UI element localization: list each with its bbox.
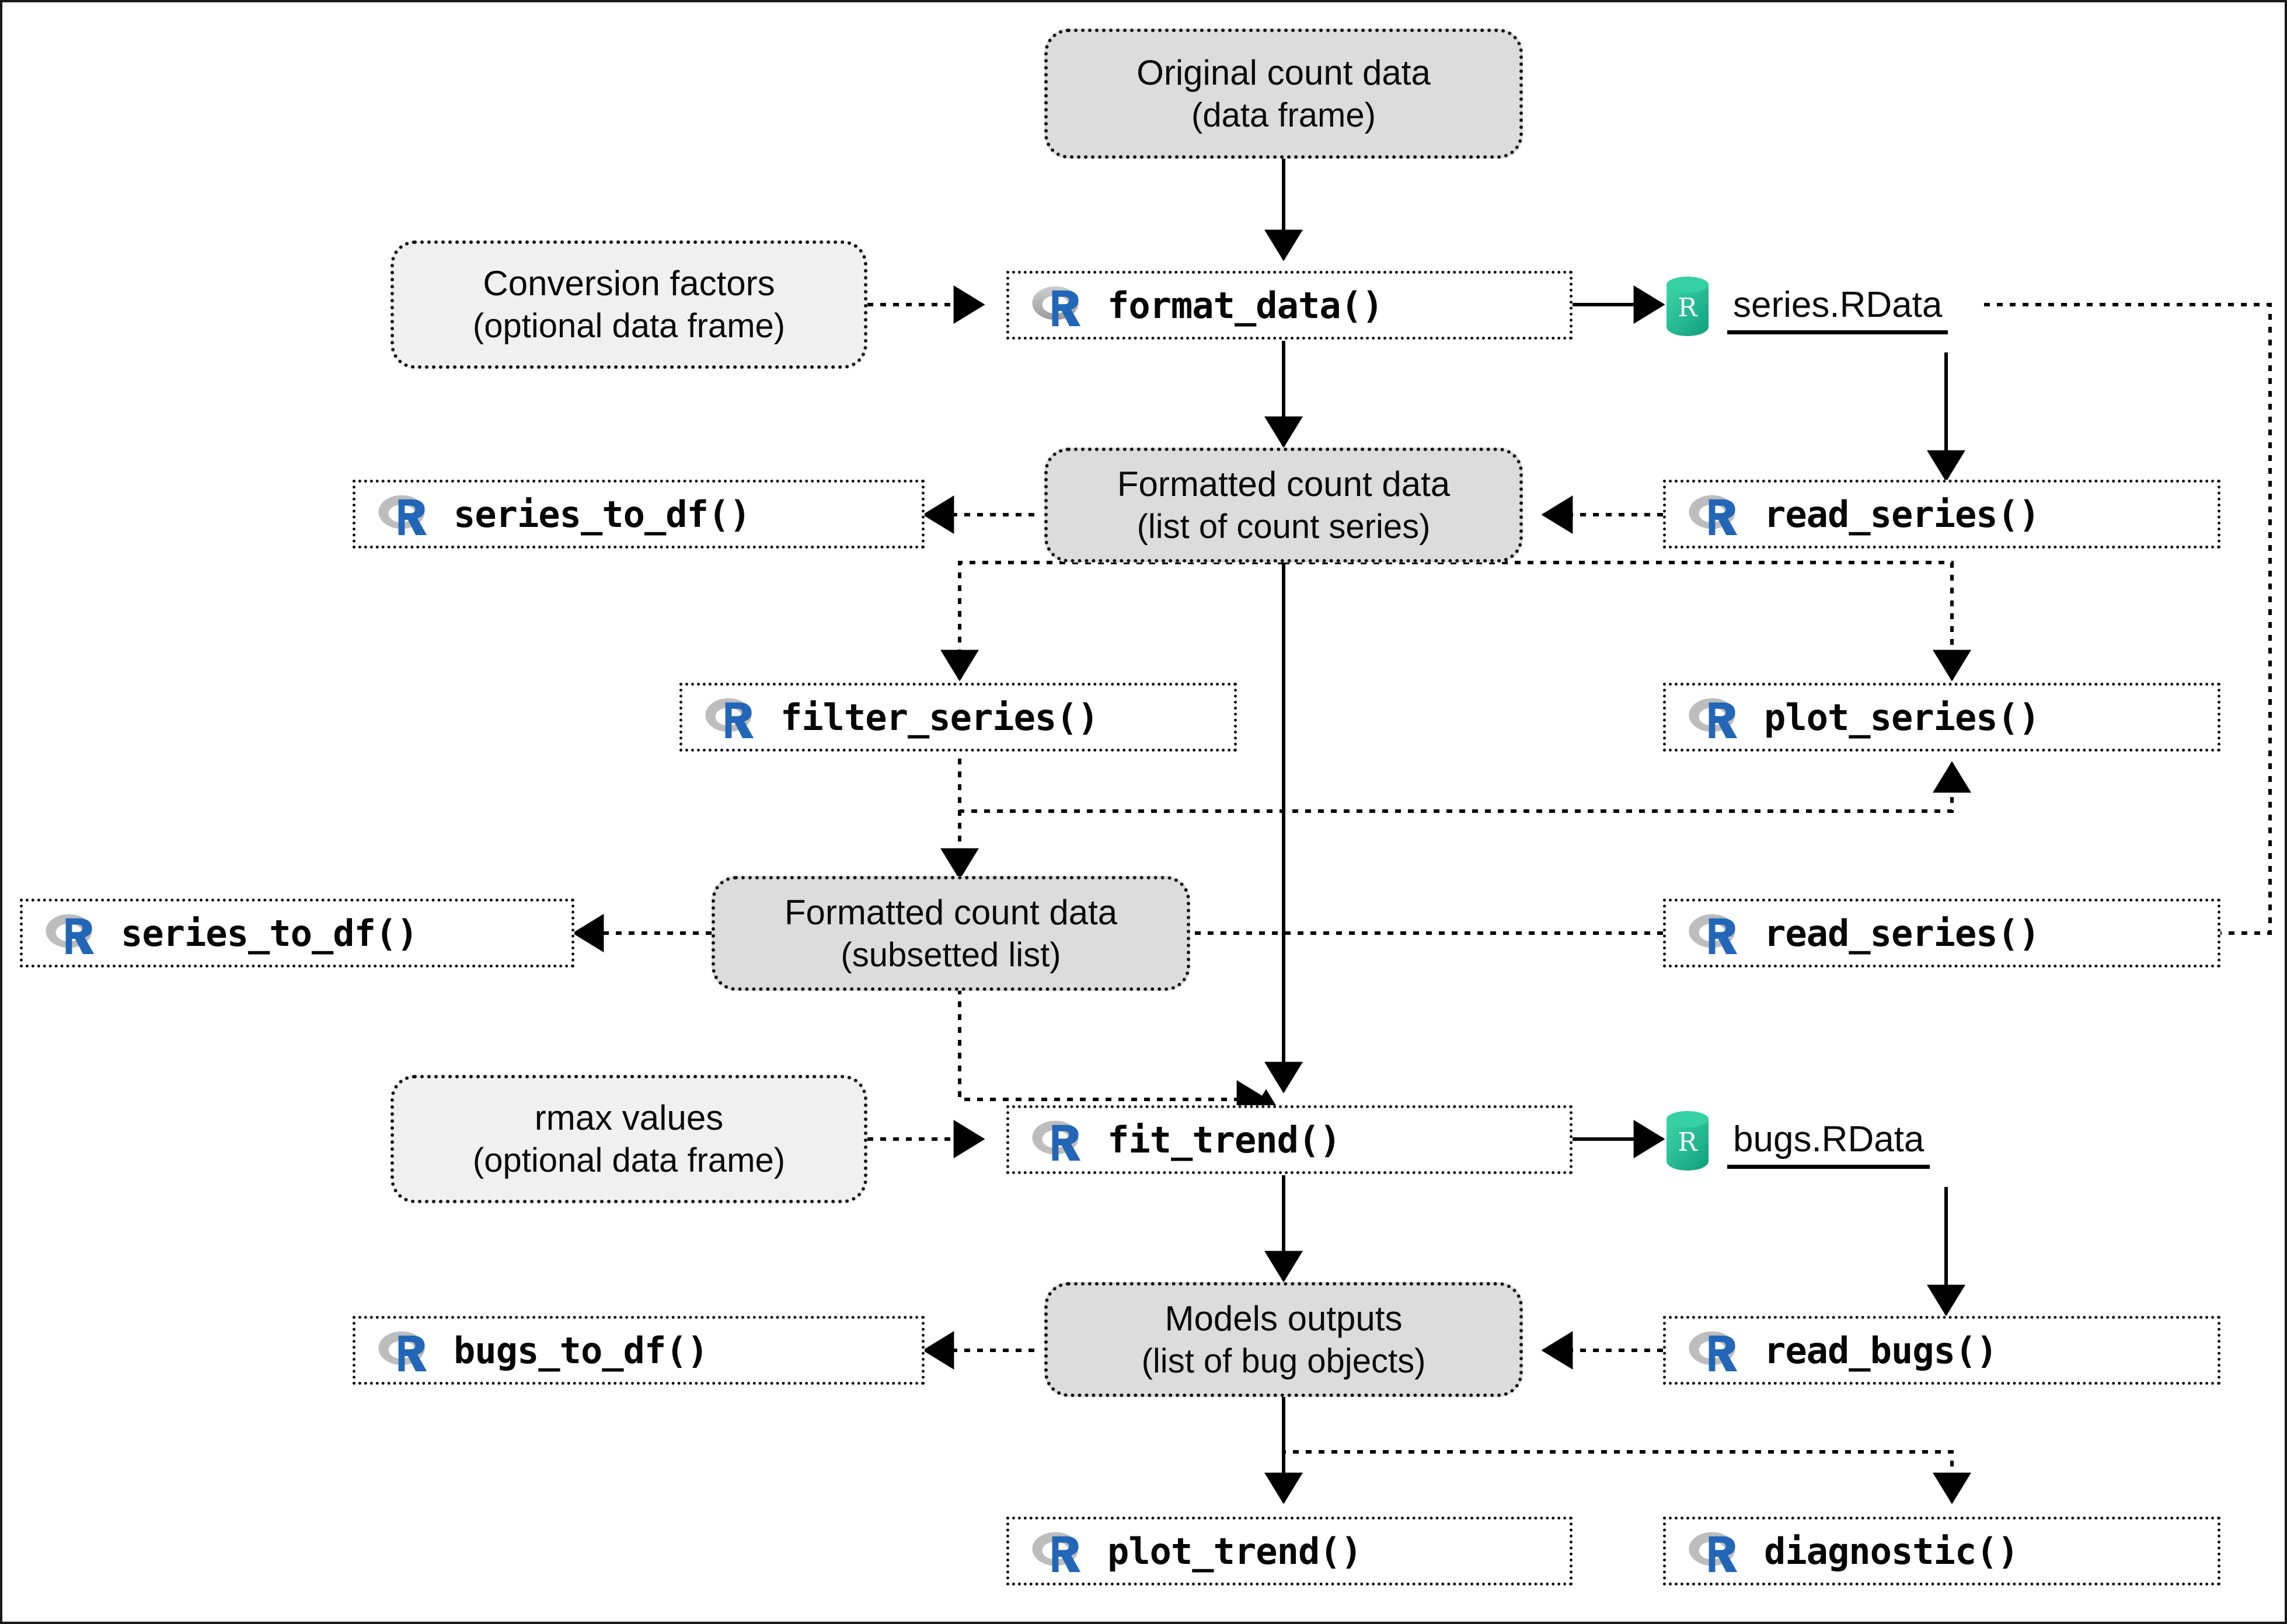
node-conversion-factors: Conversion factors (optional data frame) (391, 240, 867, 369)
file-bugs-rdata: R bugs.RData (1663, 1106, 2025, 1174)
svg-text:R: R (1678, 293, 1698, 323)
r-logo-icon (1032, 286, 1081, 326)
database-cylinder-icon: R (1667, 1111, 1709, 1171)
fn-diagnostic-label: diagnostic() (1764, 1529, 2019, 1573)
svg-text:R: R (1678, 1127, 1698, 1157)
rmax-values-line2: (optional data frame) (472, 1141, 786, 1180)
wire-formatted-to-filterseries (940, 561, 1284, 682)
r-logo-icon (1032, 1532, 1081, 1572)
node-original-count-data: Original count data (data frame) (1044, 29, 1523, 159)
r-logo-icon (1689, 495, 1738, 535)
wire-formatted-to-plotseries (1284, 561, 1971, 682)
formatted-count-data-line1: Formatted count data (1117, 464, 1451, 504)
fn-plot-trend[interactable]: plot_trend() (1006, 1517, 1573, 1585)
r-logo-icon (1689, 1331, 1738, 1371)
fn-read-series-2[interactable]: read_series() (1663, 899, 2220, 968)
node-formatted-count-data: Formatted count data (list of count seri… (1044, 448, 1523, 563)
fn-fit-trend-label: fit_trend() (1107, 1118, 1341, 1161)
formatted-count-data-line2: (list of count series) (1136, 507, 1431, 546)
fn-read-series-2-label: read_series() (1764, 911, 2040, 955)
wire-subsetted-down (958, 989, 1268, 1119)
rmax-values-line1: rmax values (534, 1098, 724, 1138)
r-logo-icon (1689, 698, 1738, 738)
fn-filter-series[interactable]: filter_series() (679, 683, 1237, 752)
wire-seriesrdata-to-readseries2 (1984, 303, 2272, 952)
fn-series-to-df-2-label: series_to_df() (121, 911, 419, 955)
models-outputs-line1: Models outputs (1165, 1298, 1403, 1338)
node-models-outputs: Models outputs (list of bug objects) (1044, 1282, 1523, 1397)
wire-filterseries-to-plotseries (958, 759, 1971, 813)
fn-series-to-df-1[interactable]: series_to_df() (353, 480, 925, 549)
fn-format-data-label: format_data() (1107, 284, 1383, 327)
r-logo-icon (1689, 1532, 1738, 1572)
fn-read-series-1[interactable]: read_series() (1663, 480, 2220, 549)
fn-filter-series-label: filter_series() (780, 696, 1099, 739)
original-count-data-line2: (data frame) (1191, 96, 1376, 134)
r-logo-icon (1689, 914, 1738, 954)
fn-fit-trend[interactable]: fit_trend() (1006, 1105, 1573, 1174)
fn-read-bugs[interactable]: read_bugs() (1663, 1316, 2220, 1385)
file-bugs-rdata-label: bugs.RData (1727, 1119, 1930, 1169)
file-series-rdata: R series.RData (1663, 272, 2025, 340)
fn-plot-series[interactable]: plot_series() (1663, 683, 2220, 752)
fn-read-bugs-label: read_bugs() (1764, 1329, 1998, 1372)
wire-models-to-diagnostic (1282, 1397, 1971, 1504)
models-outputs-line2: (list of bug objects) (1141, 1342, 1426, 1380)
fn-series-to-df-2[interactable]: series_to_df() (20, 899, 574, 968)
formatted-subsetted-line1: Formatted count data (784, 892, 1118, 932)
fn-diagnostic[interactable]: diagnostic() (1663, 1517, 2220, 1585)
fn-plot-trend-label: plot_trend() (1107, 1529, 1362, 1573)
conversion-factors-line1: Conversion factors (483, 264, 775, 303)
node-formatted-subsetted: Formatted count data (subsetted list) (712, 876, 1190, 991)
r-logo-icon (378, 1331, 427, 1371)
r-logo-icon (46, 914, 95, 954)
fn-series-to-df-1-label: series_to_df() (454, 493, 751, 536)
r-logo-icon (705, 698, 754, 738)
r-logo-icon (1032, 1120, 1081, 1161)
fn-bugs-to-df-label: bugs_to_df() (454, 1329, 709, 1372)
fn-plot-series-label: plot_series() (1764, 696, 2040, 739)
file-series-rdata-label: series.RData (1727, 284, 1948, 334)
original-count-data-line1: Original count data (1136, 53, 1431, 92)
fn-format-data[interactable]: format_data() (1006, 271, 1573, 340)
formatted-subsetted-line2: (subsetted list) (841, 935, 1061, 974)
r-logo-icon (378, 495, 427, 535)
node-rmax-values: rmax values (optional data frame) (391, 1075, 867, 1203)
conversion-factors-line2: (optional data frame) (472, 307, 786, 345)
fn-read-series-1-label: read_series() (1764, 493, 2040, 536)
fn-bugs-to-df[interactable]: bugs_to_df() (353, 1316, 925, 1385)
database-cylinder-icon: R (1667, 277, 1709, 336)
